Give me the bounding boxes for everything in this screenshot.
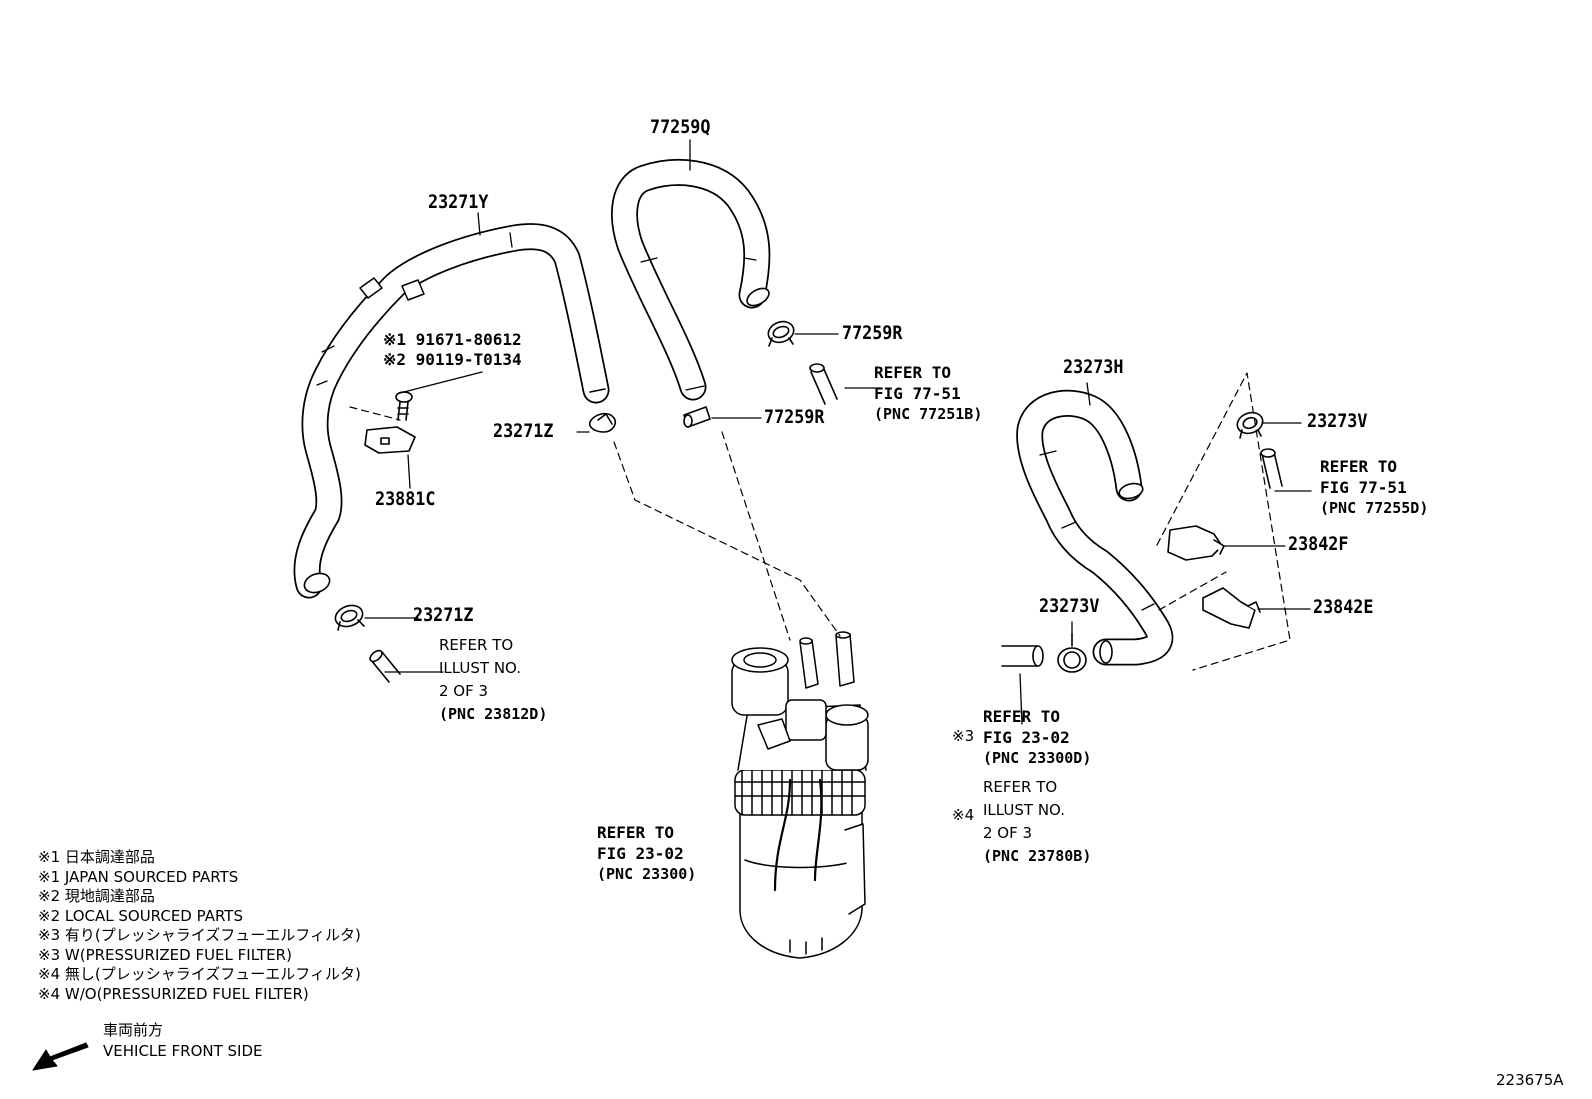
hose-23273h-drawing[interactable] <box>1016 389 1174 666</box>
part-number-23273h[interactable]: 23273H <box>1063 356 1124 378</box>
dashed-assembly-lines <box>349 372 1291 671</box>
clamp-77259r-upper-drawing[interactable] <box>765 318 796 347</box>
refer-line: REFER TO <box>439 636 514 654</box>
legend-line: ※3 有り(プレッシャライズフューエルフィルタ) <box>38 926 361 944</box>
part-number-23271y[interactable]: 23271Y <box>428 191 489 213</box>
legend: ※1 日本調達部品 ※1 JAPAN SOURCED PARTS ※2 現地調達… <box>38 848 361 1004</box>
part-number-23842f[interactable]: 23842F <box>1288 533 1349 555</box>
refer-note-pnc-23300d[interactable]: REFER TO FIG 23-02 (PNC 23300D) <box>983 706 1091 769</box>
clamp-23273v-lower-drawing[interactable] <box>1057 633 1087 673</box>
legend-line: ※2 LOCAL SOURCED PARTS <box>38 906 243 925</box>
fuel-filter-assembly-drawing[interactable] <box>731 631 869 959</box>
refer-line: 2 OF 3 <box>439 682 489 700</box>
part-number-23271z-mid[interactable]: 23271Z <box>493 420 554 442</box>
part-number-23273v-lower[interactable]: 23273V <box>1039 595 1100 617</box>
legend-line: ※3 W(PRESSURIZED FUEL FILTER) <box>38 945 292 964</box>
refer-note-pnc-23300[interactable]: REFER TO FIG 23-02 (PNC 23300) <box>597 822 696 885</box>
refer-line: ILLUST NO. <box>983 801 1066 819</box>
diagram-id: 223675A <box>1496 1071 1564 1089</box>
vehicle-front-jp: 車両前方 <box>103 1021 164 1039</box>
refer-line: REFER TO <box>874 363 952 382</box>
legend-line: ※1 日本調達部品 <box>38 848 155 866</box>
bracket-23881c-drawing[interactable] <box>364 426 416 454</box>
refer-line: FIG 23-02 <box>597 844 684 863</box>
refer-line: (PNC 77251B) <box>874 405 983 423</box>
vehicle-front-arrow-icon <box>32 1042 89 1071</box>
clamp-23273v-upper-drawing[interactable] <box>1234 409 1265 439</box>
ref-mark-4: ※4 <box>952 806 975 824</box>
refer-line: REFER TO <box>983 778 1058 796</box>
refer-line: ILLUST NO. <box>439 659 522 677</box>
legend-line: ※4 無し(プレッシャライズフューエルフィルタ) <box>38 965 361 983</box>
bolt-drawing[interactable] <box>395 391 413 421</box>
refer-line: (PNC 77255D) <box>1320 499 1429 517</box>
legend-line: ※1 JAPAN SOURCED PARTS <box>38 867 239 886</box>
refer-line: (PNC 23780B) <box>983 847 1092 865</box>
legend-line: ※4 W/O(PRESSURIZED FUEL FILTER) <box>38 984 309 1003</box>
refer-line: 2 OF 3 <box>983 824 1033 842</box>
part-number-77259q[interactable]: 77259Q <box>650 116 711 138</box>
part-number-77259r-lower[interactable]: 77259R <box>764 406 825 428</box>
part-number-23881c[interactable]: 23881C <box>375 488 436 510</box>
refer-line: (PNC 23300) <box>597 865 697 883</box>
part-number-77259r-upper[interactable]: 77259R <box>842 322 903 344</box>
refer-line: REFER TO <box>983 707 1061 726</box>
refer-line: FIG 77-51 <box>874 384 961 403</box>
refer-line: (PNC 23300D) <box>983 749 1092 767</box>
bolt-callout-90119-t0134: ※2 90119-T0134 <box>383 350 522 369</box>
part-number-23273v-upper[interactable]: 23273V <box>1307 410 1368 432</box>
refer-note-pnc-77255d[interactable]: REFER TO FIG 77-51 (PNC 77255D) <box>1320 456 1428 519</box>
connector-23842f-drawing[interactable] <box>1167 525 1225 561</box>
part-number-23271z-lower[interactable]: 23271Z <box>413 604 474 626</box>
leader-lines <box>364 139 1312 725</box>
pipe-stubs-drawing <box>369 363 1283 683</box>
refer-line: FIG 77-51 <box>1320 478 1407 497</box>
hose-77259q-drawing[interactable] <box>611 159 772 401</box>
part-number-23842e[interactable]: 23842E <box>1313 596 1374 618</box>
refer-line: REFER TO <box>1320 457 1398 476</box>
hose-23271y-drawing[interactable] <box>293 223 610 599</box>
vehicle-front-en: VEHICLE FRONT SIDE <box>103 1042 263 1060</box>
vehicle-front-label: 車両前方 VEHICLE FRONT SIDE <box>103 1020 263 1062</box>
clamp-23271z-mid-drawing[interactable] <box>588 412 617 433</box>
refer-note-pnc-77251b[interactable]: REFER TO FIG 77-51 (PNC 77251B) <box>874 362 982 425</box>
bolt-callout-91671-80612: ※1 91671-80612 <box>383 330 522 349</box>
refer-note-pnc-23780b[interactable]: REFER TO ILLUST NO. 2 OF 3 (PNC 23780B) <box>983 776 1091 868</box>
refer-line: REFER TO <box>597 823 675 842</box>
connector-23842e-drawing[interactable] <box>1202 587 1261 629</box>
ref-mark-3: ※3 <box>952 727 975 745</box>
bolt-callouts[interactable]: ※1 91671-80612 ※2 90119-T0134 <box>383 330 522 370</box>
refer-line: FIG 23-02 <box>983 728 1070 747</box>
legend-line: ※2 現地調達部品 <box>38 887 155 905</box>
refer-note-pnc-23812d[interactable]: REFER TO ILLUST NO. 2 OF 3 (PNC 23812D) <box>439 634 547 726</box>
refer-line: (PNC 23812D) <box>439 705 548 723</box>
clamp-77259r-lower-drawing[interactable] <box>683 406 711 428</box>
clamp-23271z-lower-drawing[interactable] <box>332 602 365 631</box>
